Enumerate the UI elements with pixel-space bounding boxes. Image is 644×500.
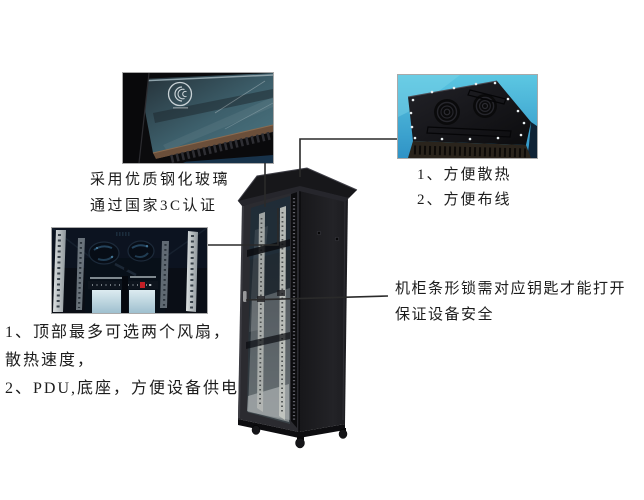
ceiling-fan-icon (88, 241, 120, 265)
caption-line: 保证设备安全 (395, 307, 495, 323)
cabinet-interior-photo (51, 227, 208, 314)
3c-certification-mark-icon (167, 81, 193, 109)
tempered-glass-photo-art (123, 73, 273, 163)
caster-wheel (338, 429, 348, 439)
caption-line: 1、顶部最多可选两个风扇， (5, 324, 232, 341)
caster-wheel (251, 425, 261, 435)
mounting-rail (53, 230, 66, 312)
cabinet-top-panel-photo-art (398, 75, 537, 158)
top-panel-feature-caption: 1、方便散热 2、方便布线 (417, 163, 512, 213)
caption-line: 散热速度， (5, 352, 96, 369)
tempered-glass-photo (122, 72, 274, 164)
caption-line: 通过国家3C认证 (90, 198, 218, 214)
top-panel-connector-line (299, 138, 397, 177)
cabinet-interior-photo-art (52, 228, 207, 313)
mounting-rail (186, 231, 198, 312)
server-cabinet (237, 167, 358, 449)
glass-pane (129, 290, 155, 313)
bar-lock (243, 291, 247, 302)
caption-line: 2、PDU,底座，方便设备供电 (5, 380, 240, 397)
ceiling-fan-icon (127, 240, 155, 262)
caption-line: 2、方便布线 (417, 192, 512, 208)
interior-feature-caption: 1、顶部最多可选两个风扇， 散热速度， 2、PDU,底座，方便设备供电 (5, 319, 239, 403)
glass-door (247, 196, 290, 424)
caption-line: 1、方便散热 (417, 167, 512, 183)
caption-line: 机柜条形锁需对应钥匙才能打开 (395, 281, 627, 297)
lock-feature-caption: 机柜条形锁需对应钥匙才能打开 保证设备安全 (395, 276, 626, 328)
cabinet-top-panel-photo (397, 74, 538, 159)
lock-connector-line (245, 295, 389, 301)
fan-vent-icon (473, 94, 497, 118)
caster-wheel (295, 437, 305, 449)
caption-line: 采用优质钢化玻璃 (90, 172, 231, 188)
red-power-switch (140, 282, 145, 288)
fan-vent-icon (434, 99, 460, 125)
glass-feature-caption: 采用优质钢化玻璃 通过国家3C认证 (90, 167, 230, 219)
screw-dots (409, 81, 526, 141)
glass-pane (92, 290, 121, 313)
